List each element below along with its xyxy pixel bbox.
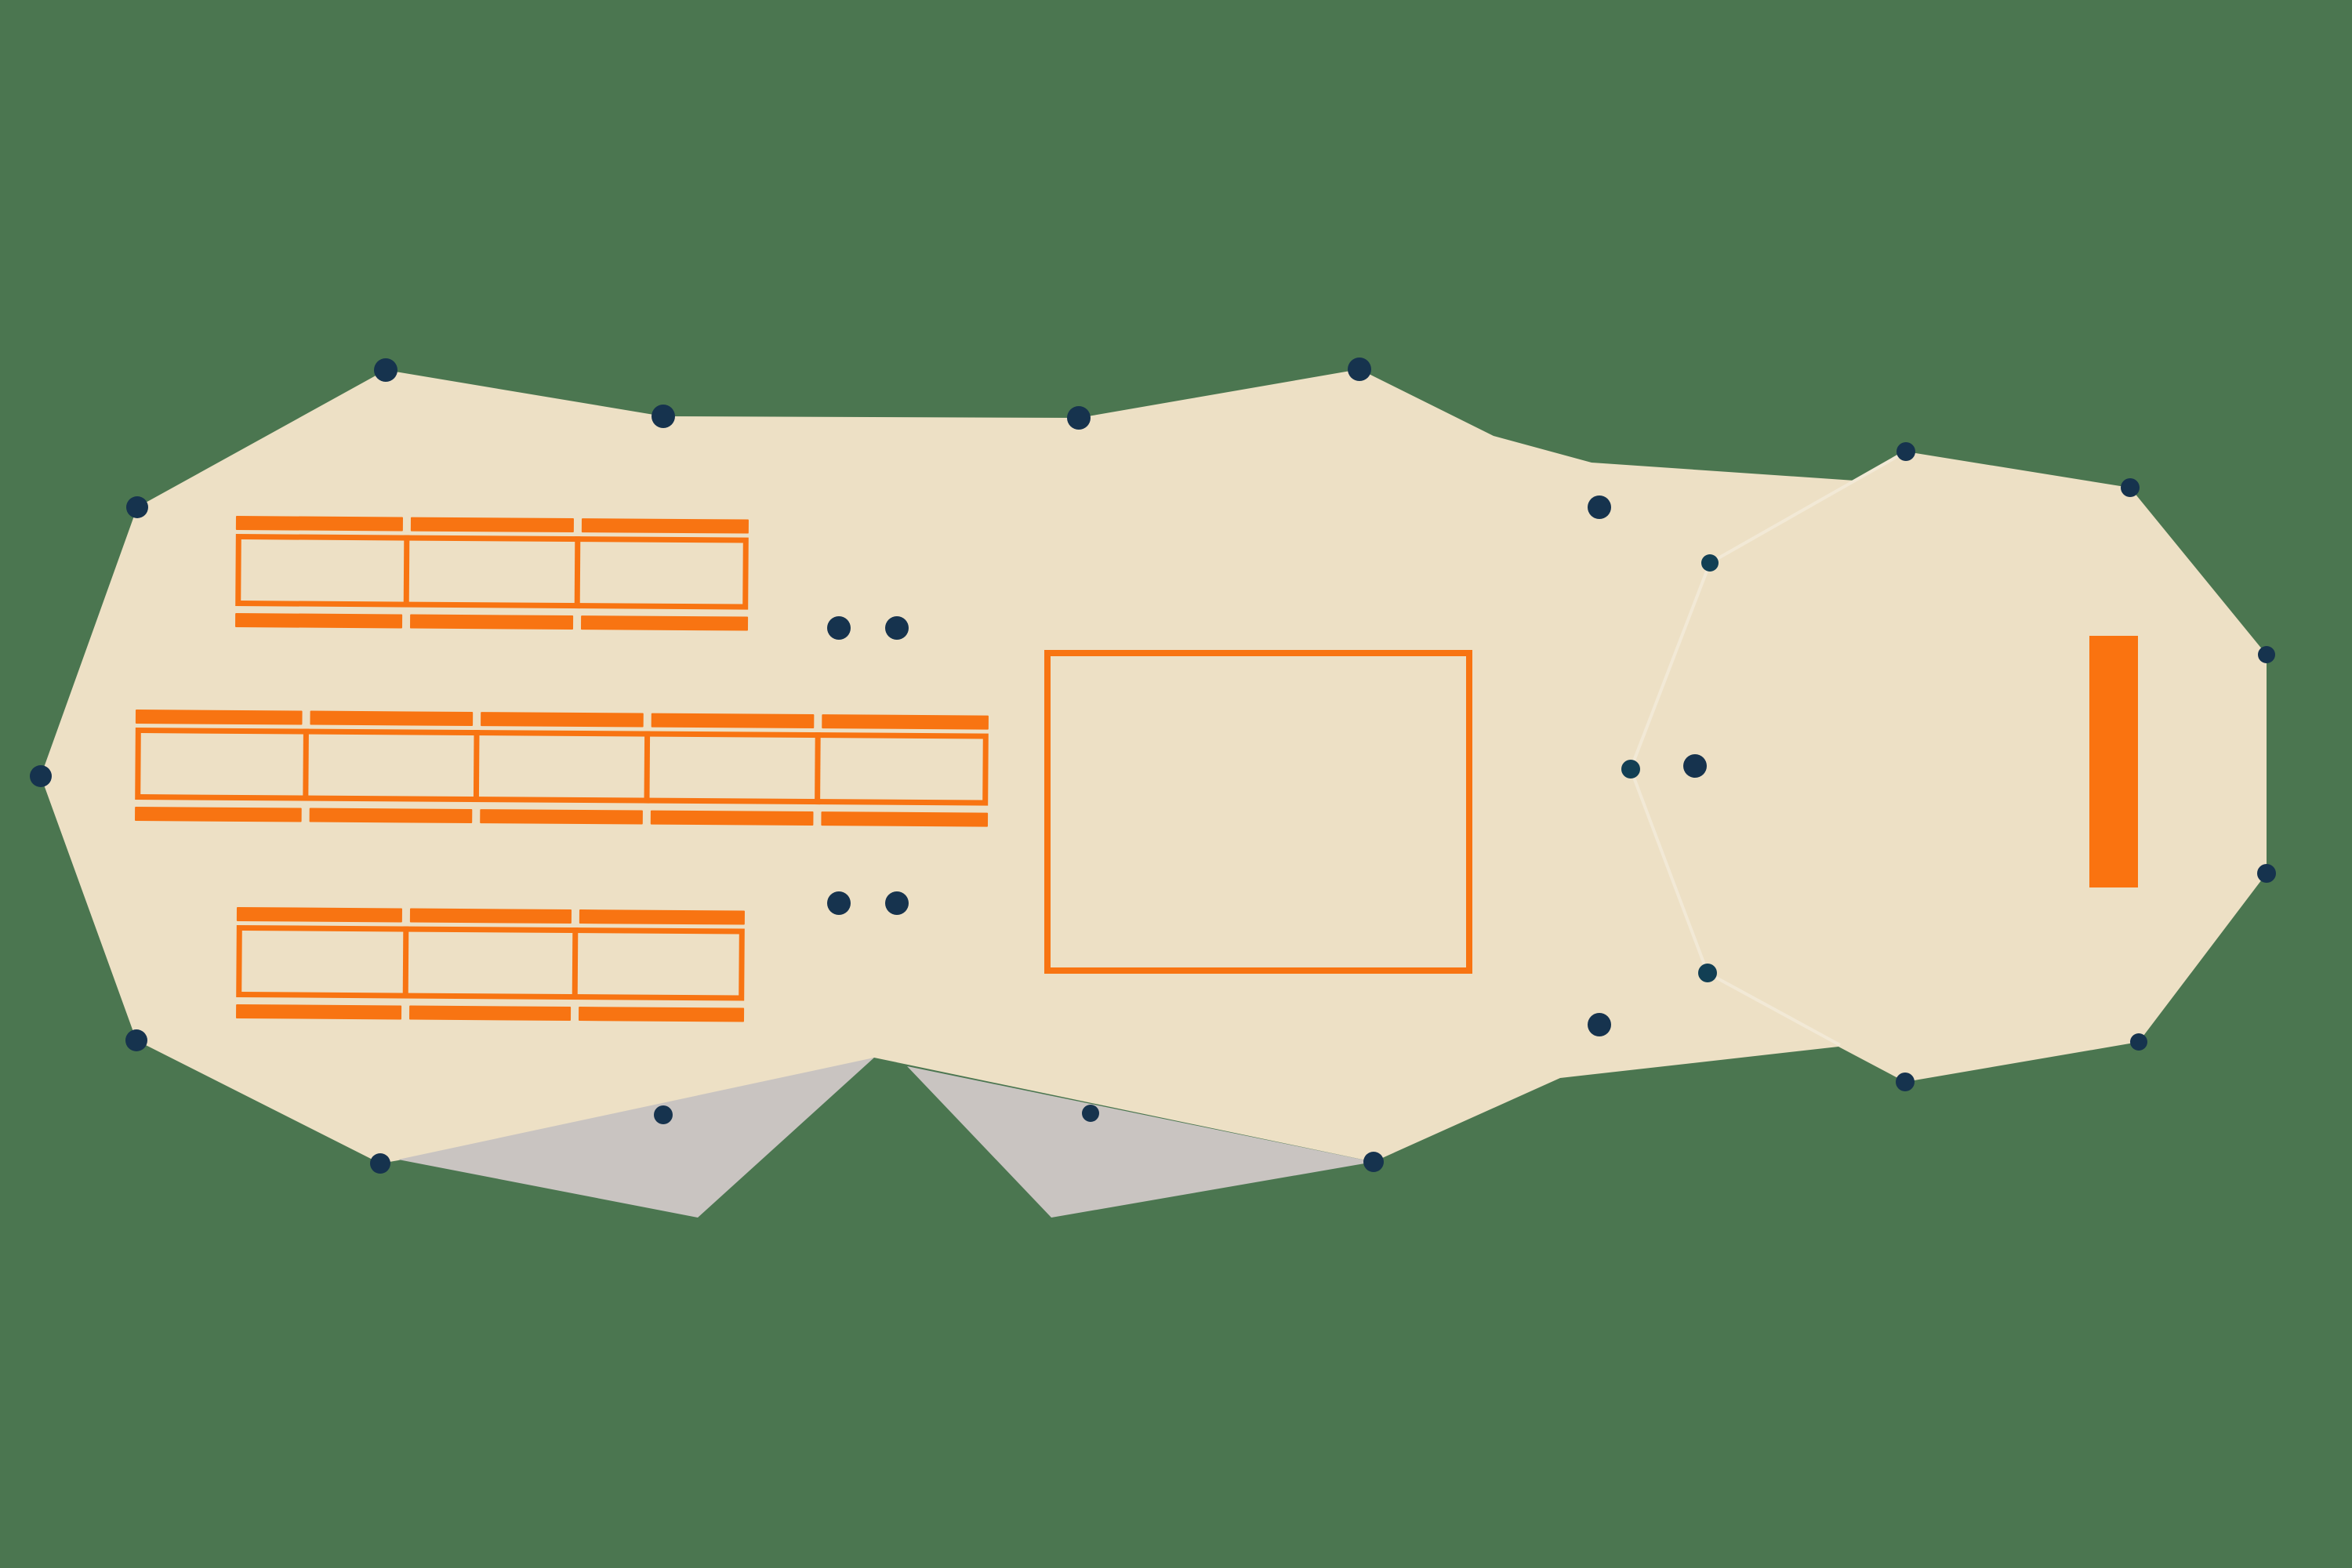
rack-top-bar-segment <box>822 714 989 730</box>
rack-bottom-bar-segment <box>135 807 302 822</box>
boundary-node-dot[interactable] <box>370 1153 390 1174</box>
rack-divider <box>403 535 410 608</box>
rack-bottom-bar-segment <box>309 808 473 823</box>
interior-node-dot[interactable] <box>885 891 909 915</box>
rack-top-bar-segment <box>579 909 745 925</box>
rack-frame <box>135 727 989 806</box>
rack-bottom-bar-segment <box>650 810 814 826</box>
rack-top-bar-segment <box>236 907 402 923</box>
rack-bottom-bar-segment <box>821 811 989 827</box>
rack-bottom-bar-segment <box>480 809 643 825</box>
seam-node-dot[interactable] <box>1698 964 1717 982</box>
rack-frame <box>235 533 749 610</box>
rack-bottom-bar-segment <box>581 615 749 631</box>
boundary-node-dot[interactable] <box>1348 358 1371 381</box>
rack-frame <box>236 924 745 1001</box>
rack-top-bar-segment <box>651 713 815 729</box>
shadow-triangle-left <box>398 1058 874 1218</box>
boundary-node-dot[interactable] <box>1067 406 1091 430</box>
rack-top-bar-segment <box>235 516 403 532</box>
rack-top-bar-segment <box>409 908 572 924</box>
shadow-triangle-right <box>907 1066 1374 1218</box>
boundary-node-dot[interactable] <box>2121 478 2140 497</box>
rack-unit-top[interactable] <box>235 516 749 631</box>
interior-node-dot[interactable] <box>827 891 851 915</box>
boundary-node-dot[interactable] <box>125 1029 147 1051</box>
rack-top-bar-segment <box>581 518 749 534</box>
rack-bottom-bar-segment <box>409 1005 572 1021</box>
boundary-node-dot[interactable] <box>654 1105 673 1124</box>
rack-divider <box>303 728 309 801</box>
boundary-node-dot[interactable] <box>2258 646 2275 663</box>
rack-divider <box>574 536 581 609</box>
interior-node-dot[interactable] <box>1683 754 1707 778</box>
boundary-node-dot[interactable] <box>1896 442 1915 461</box>
rack-bottom-bar-segment <box>579 1007 745 1022</box>
site-area <box>41 369 2267 1163</box>
rack-top-bar-segment <box>135 710 303 725</box>
rack-bottom-bar-segment <box>410 614 574 630</box>
seam-node-dot[interactable] <box>1701 554 1719 572</box>
interior-node-dot[interactable] <box>1588 495 1611 519</box>
boundary-node-dot[interactable] <box>30 765 52 787</box>
boundary-node-dot[interactable] <box>1082 1105 1099 1122</box>
rack-unit-middle[interactable] <box>135 710 989 827</box>
rack-top-bar-segment <box>310 710 474 726</box>
interior-node-dot[interactable] <box>827 616 851 640</box>
boundary-node-dot[interactable] <box>126 496 148 518</box>
boundary-node-dot[interactable] <box>652 405 675 428</box>
boundary-node-dot[interactable] <box>1896 1073 1915 1091</box>
boundary-node-dot[interactable] <box>374 358 397 382</box>
court-outline[interactable] <box>1044 650 1472 974</box>
rack-top-bar-segment <box>410 517 574 533</box>
rack-bottom-bar-segment <box>235 613 403 629</box>
boundary-node-dot[interactable] <box>2130 1033 2147 1051</box>
equipment-bar[interactable] <box>2089 636 2138 887</box>
rack-divider <box>473 730 480 803</box>
rack-top-bar-segment <box>481 712 644 728</box>
rack-unit-bottom[interactable] <box>236 907 745 1022</box>
rack-divider <box>402 926 409 999</box>
rack-divider <box>644 731 651 804</box>
rack-bottom-bar-segment <box>236 1004 402 1020</box>
interior-node-dot[interactable] <box>885 616 909 640</box>
boundary-node-dot[interactable] <box>1363 1152 1384 1172</box>
seam-node-dot[interactable] <box>1621 760 1640 779</box>
boundary-node-dot[interactable] <box>2257 864 2276 883</box>
interior-node-dot[interactable] <box>1588 1013 1611 1036</box>
